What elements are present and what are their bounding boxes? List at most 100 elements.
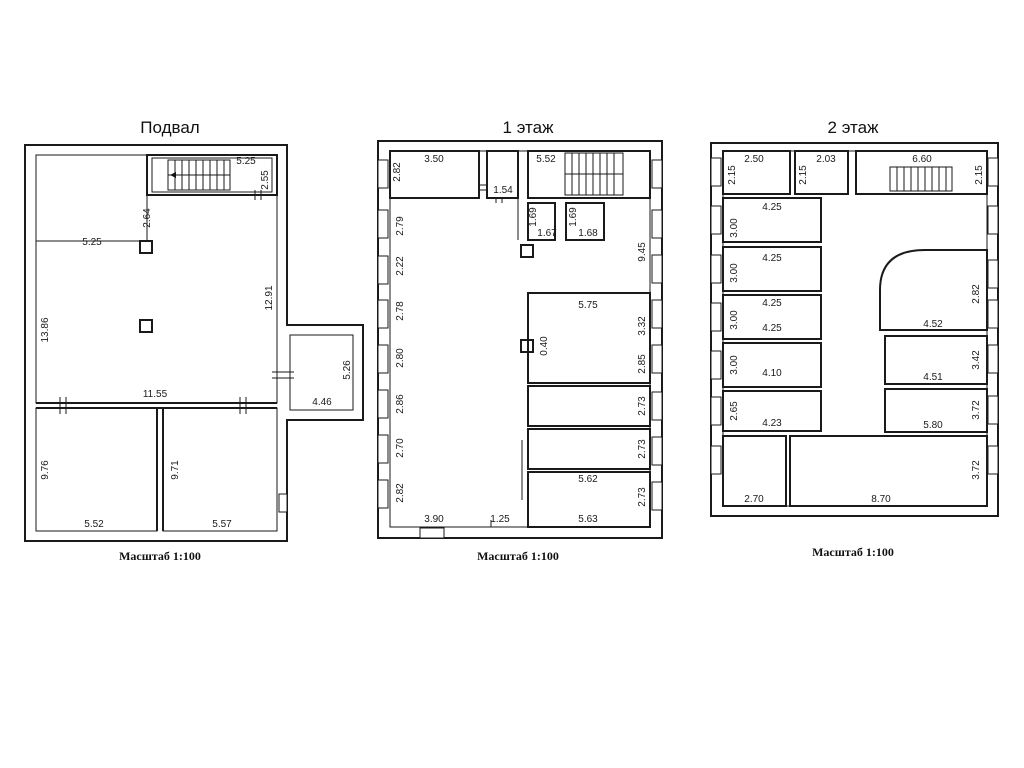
dimension-label: 2.70 <box>395 438 406 458</box>
dimension-label: 5.52 <box>84 519 104 530</box>
room-sw <box>35 407 158 532</box>
scale-label: Масштаб 1:100 <box>119 549 201 563</box>
dimension-label: 2.82 <box>971 284 982 304</box>
dimension-label: 2.78 <box>395 301 406 321</box>
stair-room <box>527 150 651 199</box>
room-top-1 <box>722 150 791 195</box>
stairs <box>167 159 231 191</box>
dimension-label: 1.69 <box>528 207 539 227</box>
entrance <box>419 527 445 539</box>
dimension-label: 3.42 <box>971 350 982 370</box>
column <box>139 240 153 254</box>
dimension-label: 11.55 <box>143 389 168 400</box>
dimension-label: 2.03 <box>816 154 836 165</box>
dimension-label: 5.57 <box>212 519 232 530</box>
room-east-2 <box>527 385 651 427</box>
outer-wall <box>24 144 364 542</box>
plan-title: 1 этаж <box>503 118 555 137</box>
dimension-label: 4.23 <box>762 418 782 429</box>
stair-room-inner <box>151 157 273 193</box>
dimension-label: 4.25 <box>762 202 782 213</box>
room-west-3 <box>722 294 822 340</box>
dimension-label: 1.67 <box>537 228 557 239</box>
plan-floor-1: 1 этаж <box>377 118 663 563</box>
dimension-label: 5.25 <box>236 156 256 167</box>
stair-room <box>146 154 278 196</box>
dimension-label: 3.72 <box>971 400 982 420</box>
plan-basement: Подвал <box>24 118 364 563</box>
dimension-label: 2.73 <box>637 487 648 507</box>
wc-room <box>527 202 556 241</box>
dimension-label: 2.73 <box>637 439 648 459</box>
room-west-5 <box>722 390 822 432</box>
dimension-label: 2.15 <box>798 165 809 185</box>
room-west-1 <box>722 197 822 243</box>
scale-label: Масштаб 1:100 <box>812 545 894 559</box>
dimension-label: 9.71 <box>170 460 181 480</box>
dimension-label: 1.69 <box>568 207 579 227</box>
dimension-label: 3.00 <box>729 263 740 283</box>
dimension-label: 1.25 <box>490 514 510 525</box>
room-west-4 <box>722 342 822 388</box>
dimension-label: 2.80 <box>395 348 406 368</box>
column <box>520 244 534 258</box>
west-windows <box>710 157 722 475</box>
dimension-label: 5.52 <box>536 154 556 165</box>
room-east-3 <box>884 388 988 433</box>
dimension-label: 8.70 <box>871 494 891 505</box>
dimension-label: 2.22 <box>395 256 406 276</box>
dimension-label: 5.63 <box>578 514 598 525</box>
dimension-label: 2.73 <box>637 396 648 416</box>
stair-room <box>855 150 988 195</box>
dimension-label: 4.10 <box>762 368 782 379</box>
room-east-2 <box>884 335 988 385</box>
dimension-label: 12.91 <box>264 285 275 310</box>
plan-title: 2 этаж <box>828 118 880 137</box>
dimension-label: 5.62 <box>578 474 598 485</box>
dimension-label: 2.70 <box>744 494 764 505</box>
east-windows <box>987 157 999 475</box>
dimension-label: 2.85 <box>637 354 648 374</box>
dimension-label: 5.25 <box>82 237 102 248</box>
dimension-label: 4.25 <box>762 323 782 334</box>
room-east-3 <box>527 428 651 470</box>
room-se <box>162 407 278 532</box>
dimension-label: 3.00 <box>729 218 740 238</box>
dimension-label: 3.00 <box>729 355 740 375</box>
dimension-label: 2.55 <box>260 170 271 190</box>
room-east-curved <box>879 249 988 331</box>
room-top-left <box>389 150 480 199</box>
east-windows <box>651 159 663 511</box>
dimension-label: 3.90 <box>424 514 444 525</box>
dimension-label: 1.68 <box>578 228 598 239</box>
dimension-label: 6.60 <box>912 154 932 165</box>
dimension-label: 3.50 <box>424 154 444 165</box>
stairs <box>889 166 953 192</box>
dimension-label: 2.79 <box>395 216 406 236</box>
window <box>278 493 288 513</box>
dimension-label: 3.00 <box>729 310 740 330</box>
dimension-label: 9.76 <box>40 460 51 480</box>
dimension-label: 2.86 <box>395 394 406 414</box>
dimension-label: 5.26 <box>342 360 353 380</box>
room-west-2 <box>722 246 822 292</box>
west-windows <box>377 159 389 509</box>
wc-room <box>565 202 605 241</box>
plan-title: Подвал <box>140 118 199 137</box>
outer-wall <box>377 140 663 539</box>
plan-floor-2: 2 этаж <box>710 118 999 559</box>
dimension-label: 5.80 <box>923 420 943 431</box>
dimension-label: 2.64 <box>142 208 153 228</box>
dimension-label: 4.25 <box>762 253 782 264</box>
room-east-4 <box>527 471 651 528</box>
dimension-label: 2.50 <box>744 154 764 165</box>
room-east-1 <box>527 292 651 384</box>
dimension-label: 3.32 <box>637 316 648 336</box>
dimension-label: 3.72 <box>971 460 982 480</box>
dimension-label: 2.82 <box>395 483 406 503</box>
column <box>139 319 153 333</box>
dimension-label: 2.15 <box>727 165 738 185</box>
dimension-label: 2.65 <box>729 401 740 421</box>
room-top-2 <box>794 150 849 195</box>
